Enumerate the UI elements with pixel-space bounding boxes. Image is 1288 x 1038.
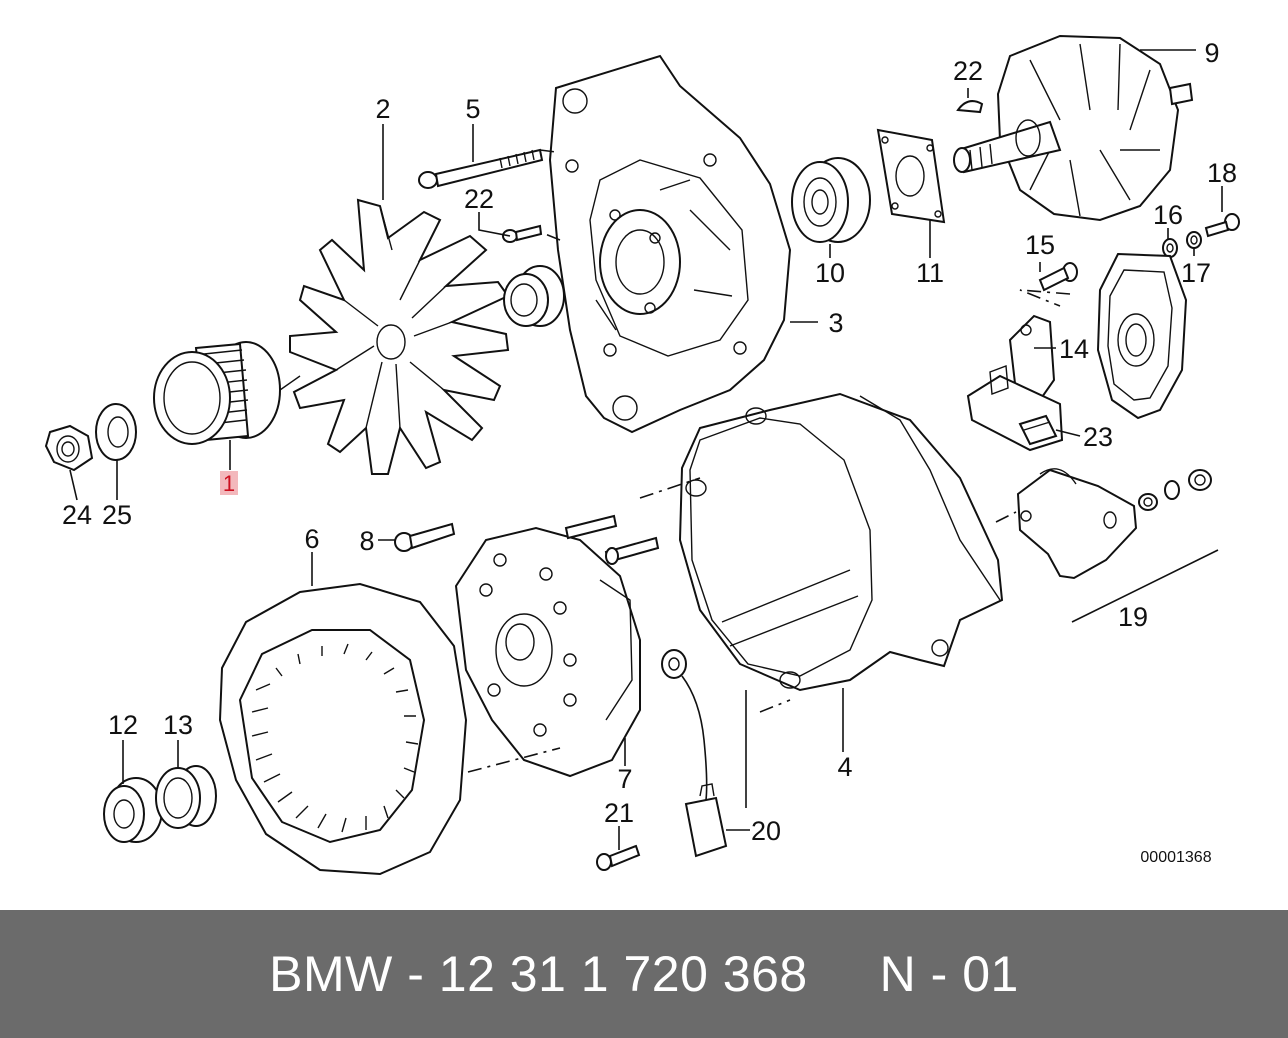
label-part-23: 23 [1083,422,1113,452]
label-part-6: 6 [304,524,319,554]
part-22-screw [502,224,543,243]
part-11-plate [876,128,946,224]
label-part-15: 15 [1025,230,1055,260]
part-14-brush-holder [966,314,1064,452]
label-part-25: 25 [102,500,132,530]
highlight-box-part-1 [220,471,238,495]
drawing-code: 00001368 [1140,849,1211,866]
label-part-21: 21 [604,798,634,828]
part-4-slip-ring-housing [678,392,1004,692]
part-12-bearing [103,777,163,843]
label-part-20: 20 [751,816,781,846]
label-part-11: 11 [916,258,944,288]
part-19-regulator [1016,468,1212,580]
label-part-4: 4 [837,752,852,782]
label-part-24: 24 [62,500,92,530]
label-part-5: 5 [465,94,480,124]
part-6-stator [218,582,468,876]
part-10-bearing [791,157,871,243]
label-part-3: 3 [828,308,843,338]
part-16-washer [1162,238,1178,258]
part-2-fan [289,198,510,475]
label-part-14: 14 [1059,334,1089,364]
part-20-suppressor [661,649,728,858]
label-part-16: 16 [1153,200,1183,230]
part-23-brushes [1018,414,1058,446]
part-17-washer [1186,231,1202,249]
part-13-ring [155,765,217,829]
part-number-text: BMW - 12 31 1 720 368 N - 01 [269,946,1019,1002]
part-bearing-sleeve [503,265,565,327]
assembly-axis-lines [467,149,1071,773]
label-part-19: 19 [1118,602,1148,632]
alternator-exploded-diagram: 1 2 3 4 5 6 7 8 9 10 11 12 13 14 15 16 1… [44,34,1240,876]
part-number-banner: BMW - 12 31 1 720 368 N - 01 [0,910,1288,1038]
label-part-17: 17 [1181,258,1211,288]
label-part-1: 1 [223,471,235,496]
label-part-7: 7 [617,764,632,794]
part-1-pulley [153,341,301,445]
part-22-key [956,100,984,114]
label-part-2: 2 [375,94,390,124]
label-part-22-middle: 22 [464,184,494,214]
label-part-9: 9 [1204,38,1219,68]
part-8-screw [394,522,456,552]
part-cover-gasket [1096,252,1188,420]
label-part-13: 13 [163,710,193,740]
label-part-12: 12 [108,710,138,740]
label-part-10: 10 [815,258,845,288]
part-3-drive-end-housing [548,54,792,434]
part-18-screw [1204,213,1240,238]
part-25-washer [95,403,137,461]
part-9-rotor [953,34,1194,222]
part-24-nut [44,424,94,472]
label-part-8: 8 [359,526,374,556]
leader-lines [69,49,1223,850]
part-15-screw [1038,262,1078,292]
part-labels: 1 2 3 4 5 6 7 8 9 10 11 12 13 14 15 16 1… [62,38,1237,866]
part-7-rectifier [454,514,660,778]
part-21-screw [596,844,641,871]
label-part-18: 18 [1207,158,1237,188]
part-5-bolt [418,148,544,189]
label-part-22-right: 22 [953,56,983,86]
